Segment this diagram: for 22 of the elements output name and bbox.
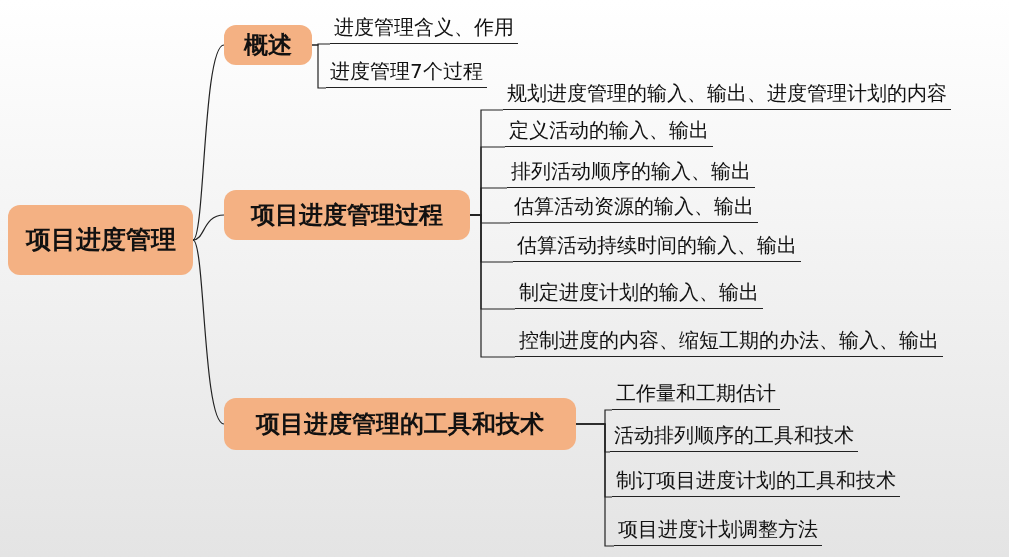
branch-topic-box: 项目进度管理过程 — [224, 190, 470, 240]
topic-label: 进度管理含义、作用 — [330, 10, 518, 44]
topic-label: 工作量和工期估计 — [612, 376, 780, 410]
topic-label: 规划进度管理的输入、输出、进度管理计划的内容 — [503, 76, 951, 110]
connector-line — [575, 423, 615, 547]
topic-label: 估算活动资源的输入、输出 — [510, 189, 758, 223]
topic-label: 制订项目进度计划的工具和技术 — [612, 463, 900, 497]
connector-line — [192, 214, 225, 241]
branch-topic-box: 概述 — [224, 25, 312, 65]
topic-label: 项目进度计划调整方法 — [614, 512, 822, 546]
connector-line — [192, 44, 225, 241]
topic-label: 制定进度计划的输入、输出 — [515, 275, 763, 309]
topic-label: 定义活动的输入、输出 — [505, 113, 713, 147]
connector-line — [192, 239, 225, 425]
topic-label: 排列活动顺序的输入、输出 — [507, 154, 755, 188]
topic-label: 控制进度的内容、缩短工期的办法、输入、输出 — [515, 323, 943, 357]
branch-topic-box: 项目进度管理的工具和技术 — [224, 398, 576, 450]
connector-line — [311, 44, 327, 89]
central-topic-box: 项目进度管理 — [8, 205, 193, 275]
topic-label: 进度管理7个过程 — [326, 54, 487, 88]
topic-label: 估算活动持续时间的输入、输出 — [513, 228, 801, 262]
topic-label: 活动排列顺序的工具和技术 — [610, 418, 858, 452]
